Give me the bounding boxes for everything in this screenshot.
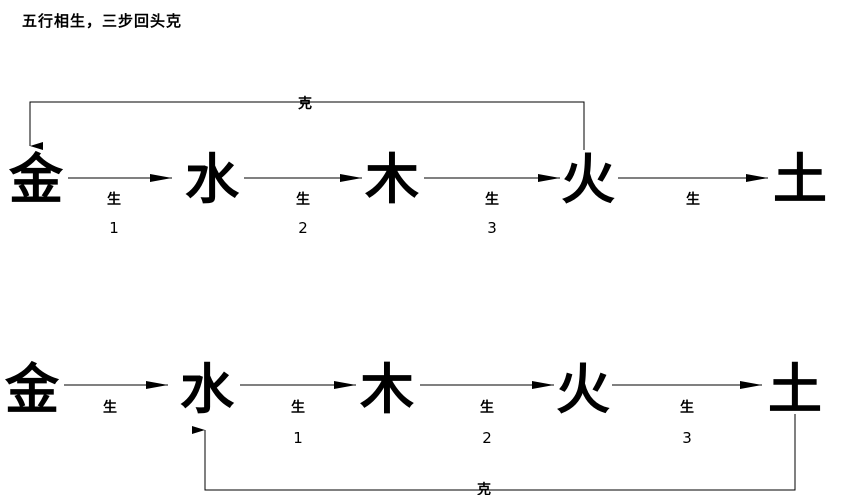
sheng-label-2-4: 生	[680, 399, 694, 416]
diagram-row-2: 金 水 木 火 土生 生 1 生 2 生 3 克	[4, 357, 822, 495]
element-2-2: 水	[180, 357, 235, 421]
ke-label-1: 克	[298, 95, 312, 112]
sheng-label-1-1: 生	[107, 191, 121, 208]
step-number-2-4: 3	[682, 429, 692, 447]
sheng-label-1-3: 生	[485, 191, 499, 208]
element-1-1: 金	[8, 147, 64, 211]
step-number-2-2: 1	[293, 429, 303, 447]
step-number-1-3: 3	[487, 219, 497, 237]
sheng-label-2-2: 生	[291, 399, 305, 416]
step-number-2-3: 2	[482, 429, 492, 447]
element-2-3: 木	[360, 357, 414, 421]
element-2-5: 土	[768, 357, 822, 421]
element-2-1: 金	[4, 357, 60, 421]
ke-label-2: 克	[477, 481, 491, 495]
page-title: 五行相生，三步回头克	[22, 12, 183, 30]
step-number-1-1: 1	[109, 219, 119, 237]
step-number-1-2: 2	[298, 219, 308, 237]
element-1-2: 水	[185, 147, 240, 211]
sheng-label-1-2: 生	[296, 191, 310, 208]
element-1-4: 火	[561, 147, 615, 211]
sheng-label-1-4: 生	[686, 191, 700, 208]
element-2-4: 火	[556, 357, 610, 421]
ke-arrow-2	[192, 414, 796, 491]
ke-arrow-1	[29, 101, 585, 150]
sheng-label-2-1: 生	[103, 399, 117, 416]
element-1-3: 木	[365, 147, 419, 211]
element-1-5: 土	[773, 147, 827, 211]
sheng-label-2-3: 生	[480, 399, 494, 416]
diagram-row-1: 金 水 木 火 土生 1 生 2 生 3 生 克	[8, 95, 827, 237]
